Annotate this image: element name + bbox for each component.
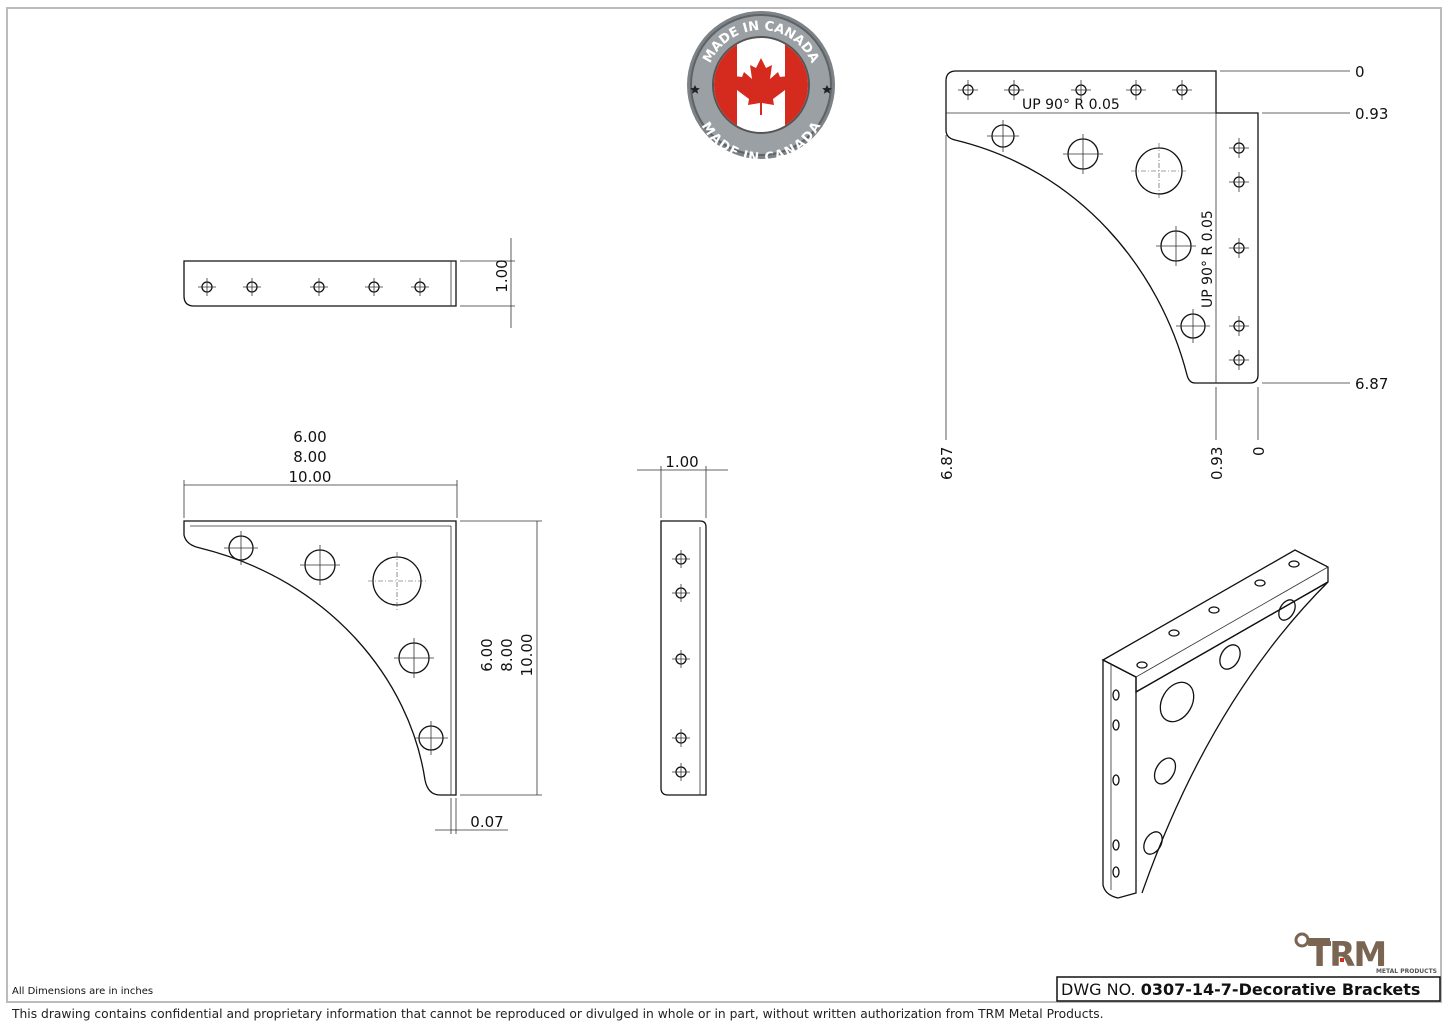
logo-subtext: METAL PRODUCTS [1376, 968, 1437, 975]
hole [1063, 134, 1103, 174]
logo-text: TRM [1308, 935, 1385, 975]
hole [1004, 80, 1024, 100]
hole [1112, 689, 1120, 701]
star-icon [822, 85, 832, 94]
ordinate-bottom-687: 6.87 [938, 447, 956, 480]
hole [1219, 644, 1241, 670]
hole [1229, 350, 1249, 370]
flat-pattern-view: UP 90° R 0.05 UP 90° R 0.05 0 0.93 6.87 … [938, 63, 1388, 480]
hole [300, 545, 340, 585]
width-dim-10: 10.00 [289, 468, 332, 486]
hole [1126, 80, 1146, 100]
hole [672, 550, 690, 568]
hole [1112, 866, 1120, 878]
hole [1229, 172, 1249, 192]
made-in-canada-badge: MADE IN CANADA MADE IN CANADA [687, 11, 835, 166]
hole [365, 278, 383, 296]
hole [1176, 309, 1210, 343]
hole [672, 729, 690, 747]
hole [394, 638, 434, 678]
bend-note-side: UP 90° R 0.05 [1200, 210, 1216, 308]
hole [1278, 599, 1296, 621]
hole [1229, 138, 1249, 158]
hole [368, 552, 426, 610]
height-dim-8: 8.00 [498, 638, 516, 671]
hole [672, 584, 690, 602]
isometric-view [1101, 549, 1329, 899]
hole [1229, 316, 1249, 336]
trm-logo: TRM METAL PRODUCTS [1294, 932, 1437, 975]
ordinate-right-093: 0.93 [1355, 105, 1388, 123]
hole [1153, 757, 1177, 785]
dwg-number: DWG NO. 0307-14-7-Decorative Brackets [1061, 980, 1420, 999]
hole [1112, 774, 1120, 786]
hole [1156, 226, 1196, 266]
hole [1172, 80, 1192, 100]
hole [1159, 681, 1195, 723]
hole [243, 278, 261, 296]
ordinate-right-687: 6.87 [1355, 375, 1388, 393]
hole [1254, 579, 1266, 587]
hole [1136, 661, 1148, 669]
bend-note-top: UP 90° R 0.05 [1022, 97, 1120, 113]
hole [198, 278, 216, 296]
hole [414, 721, 448, 755]
hole [1168, 629, 1180, 637]
height-dim-6: 6.00 [478, 638, 496, 671]
side-width-dim: 1.00 [665, 453, 698, 471]
width-dim-8: 8.00 [293, 448, 326, 466]
hole [958, 80, 978, 100]
ordinate-right-0: 0 [1355, 63, 1365, 81]
hole [672, 763, 690, 781]
hole [310, 278, 328, 296]
hole [1131, 143, 1187, 199]
sheet-border [6, 7, 1442, 1003]
hole [1229, 238, 1249, 258]
hole [1112, 719, 1120, 731]
star-icon [690, 85, 700, 94]
ordinate-bottom-0: 0 [1250, 446, 1268, 456]
hole [1071, 80, 1091, 100]
hole [987, 120, 1019, 152]
units-note: All Dimensions are in inches [12, 986, 153, 997]
hole [1112, 839, 1120, 851]
side-view: 1.00 [637, 453, 728, 796]
top-view: 1.00 [183, 238, 515, 328]
width-dim-6: 6.00 [293, 428, 326, 446]
hole [1143, 831, 1163, 855]
hole [224, 531, 258, 565]
title-block [1056, 976, 1441, 1002]
top-view-height-dim: 1.00 [493, 259, 511, 292]
height-dim-10: 10.00 [518, 634, 536, 677]
confidentiality-notice: This drawing contains confidential and p… [11, 1007, 1104, 1021]
hole [672, 650, 690, 668]
thickness-dim: 0.07 [470, 813, 503, 831]
hole [411, 278, 429, 296]
front-view: 6.00 8.00 10.00 6.00 8.00 10.00 0.07 [183, 428, 542, 834]
hole [1208, 606, 1220, 614]
hole [1288, 560, 1300, 568]
ordinate-bottom-093: 0.93 [1208, 447, 1226, 480]
